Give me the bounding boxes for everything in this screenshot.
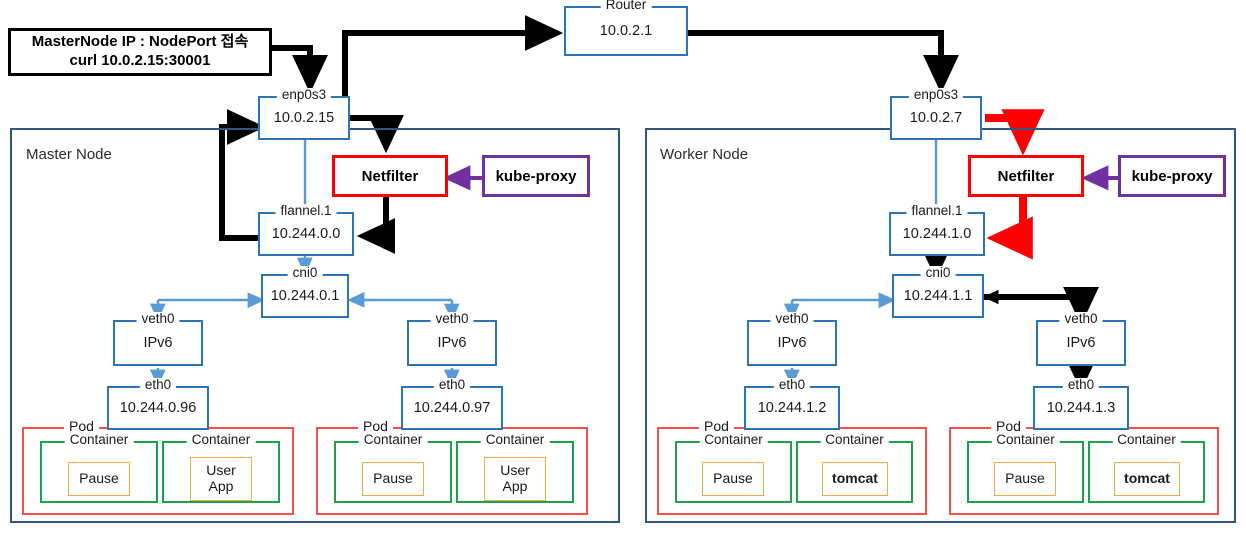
worker-pod-0-app-0: Pause xyxy=(702,462,764,496)
flow-master-enp0s3-to-router xyxy=(342,14,564,96)
master-pod-0-label: Pod xyxy=(64,419,99,433)
worker-flannel-ip: 10.244.1.0 xyxy=(902,225,972,242)
master-pod-1-eth0-box: eth0 10.244.0.97 xyxy=(401,378,503,430)
worker-kube-proxy-box: kube-proxy xyxy=(1118,155,1226,197)
master-pod-1-label: Pod xyxy=(358,419,393,433)
worker-node-label: Worker Node xyxy=(660,146,749,163)
router-box: Router 10.0.2.1 xyxy=(564,0,688,56)
master-pod-1-app-0: Pause xyxy=(362,462,424,496)
worker-pod-1-veth0-name: veth0 xyxy=(1059,312,1103,326)
flow-router-to-worker-enp0s3 xyxy=(688,30,960,94)
worker-enp0s3-box: enp0s3 10.0.2.7 xyxy=(890,88,982,140)
worker-pod-1-eth0-ip: 10.244.1.3 xyxy=(1046,399,1116,416)
router-ip: 10.0.2.1 xyxy=(599,22,653,39)
worker-pod-0-eth0-box: eth0 10.244.1.2 xyxy=(744,378,840,430)
master-pod-1-veth0-ip: IPv6 xyxy=(437,334,467,351)
master-netfilter-label: Netfilter xyxy=(361,167,419,185)
master-pod-0-veth0-name: veth0 xyxy=(136,312,180,326)
worker-cni0-box: cni0 10.244.1.1 xyxy=(892,266,984,318)
worker-pod-1-app-1: tomcat xyxy=(1114,462,1180,496)
master-flannel-box: flannel.1 10.244.0.0 xyxy=(258,204,354,256)
worker-netfilter-box: Netfilter xyxy=(968,155,1084,197)
worker-pod-1-container-0-label: Container xyxy=(991,433,1060,447)
worker-kube-proxy-label: kube-proxy xyxy=(1131,167,1213,185)
worker-pod-0-label: Pod xyxy=(699,419,734,433)
master-pod-0-container-0-label: Container xyxy=(64,433,134,447)
master-flannel-ip: 10.244.0.0 xyxy=(271,225,341,242)
master-node-label: Master Node xyxy=(26,146,112,163)
worker-pod-0-veth0-name: veth0 xyxy=(770,312,814,326)
master-kube-proxy-label: kube-proxy xyxy=(495,167,577,185)
master-enp0s3-box: enp0s3 10.0.2.15 xyxy=(258,88,350,140)
master-flannel-name: flannel.1 xyxy=(275,204,337,218)
nodeport-callout: MasterNode IP : NodePort 접속 curl 10.0.2.… xyxy=(8,28,272,76)
master-pod-1-eth0-name: eth0 xyxy=(433,378,471,392)
callout-line2: curl 10.0.2.15:30001 xyxy=(69,52,211,69)
worker-flannel-name: flannel.1 xyxy=(906,204,968,218)
worker-pod-1-container-1-label: Container xyxy=(1112,433,1181,447)
callout-line1: MasterNode IP : NodePort 접속 xyxy=(31,33,249,51)
master-pod-0-eth0-ip: 10.244.0.96 xyxy=(119,399,197,416)
worker-pod-0-container-0-label: Container xyxy=(699,433,768,447)
worker-pod-0-container-1-label: Container xyxy=(820,433,889,447)
master-enp0s3-name: enp0s3 xyxy=(276,88,332,102)
worker-netfilter-label: Netfilter xyxy=(997,167,1055,185)
worker-pod-1-label: Pod xyxy=(991,419,1026,433)
master-pod-0-eth0-box: eth0 10.244.0.96 xyxy=(107,378,209,430)
worker-pod-1-veth0-box: veth0 IPv6 xyxy=(1036,312,1126,366)
worker-pod-1-app-0: Pause xyxy=(994,462,1056,496)
master-pod-1-container-0-label: Container xyxy=(358,433,428,447)
worker-enp0s3-name: enp0s3 xyxy=(908,88,964,102)
master-enp0s3-ip: 10.0.2.15 xyxy=(273,109,335,126)
worker-cni0-name: cni0 xyxy=(920,266,956,280)
worker-pod-0-eth0-ip: 10.244.1.2 xyxy=(757,399,827,416)
worker-cni0-ip: 10.244.1.1 xyxy=(903,287,973,304)
master-pod-1-eth0-ip: 10.244.0.97 xyxy=(413,399,491,416)
master-pod-1-container-1-label: Container xyxy=(480,433,550,447)
master-pod-0-veth0-box: veth0 IPv6 xyxy=(113,312,203,366)
worker-pod-1-eth0-box: eth0 10.244.1.3 xyxy=(1033,378,1129,430)
worker-pod-0-eth0-name: eth0 xyxy=(773,378,811,392)
master-kube-proxy-box: kube-proxy xyxy=(482,155,590,197)
master-pod-0-container-1-label: Container xyxy=(186,433,256,447)
master-pod-0-eth0-name: eth0 xyxy=(139,378,177,392)
master-pod-1-veth0-name: veth0 xyxy=(430,312,474,326)
master-pod-1-veth0-box: veth0 IPv6 xyxy=(407,312,497,366)
worker-flannel-box: flannel.1 10.244.1.0 xyxy=(889,204,985,256)
master-netfilter-box: Netfilter xyxy=(332,155,448,197)
master-pod-0-veth0-ip: IPv6 xyxy=(143,334,173,351)
worker-pod-0-veth0-box: veth0 IPv6 xyxy=(747,312,837,366)
worker-pod-0-app-1: tomcat xyxy=(822,462,888,496)
flow-callout-to-master-enp0s3 xyxy=(272,45,329,94)
master-cni0-name: cni0 xyxy=(287,266,323,280)
router-name: Router xyxy=(600,0,652,12)
master-cni0-box: cni0 10.244.0.1 xyxy=(261,266,349,318)
worker-pod-1-container-0: Container xyxy=(967,433,1084,503)
worker-enp0s3-ip: 10.0.2.7 xyxy=(909,109,963,126)
worker-pod-0-veth0-ip: IPv6 xyxy=(777,334,807,351)
master-pod-0-app-0: Pause xyxy=(68,462,130,496)
worker-pod-1-eth0-name: eth0 xyxy=(1062,378,1100,392)
worker-pod-1-veth0-ip: IPv6 xyxy=(1066,334,1096,351)
master-cni0-ip: 10.244.0.1 xyxy=(270,287,340,304)
